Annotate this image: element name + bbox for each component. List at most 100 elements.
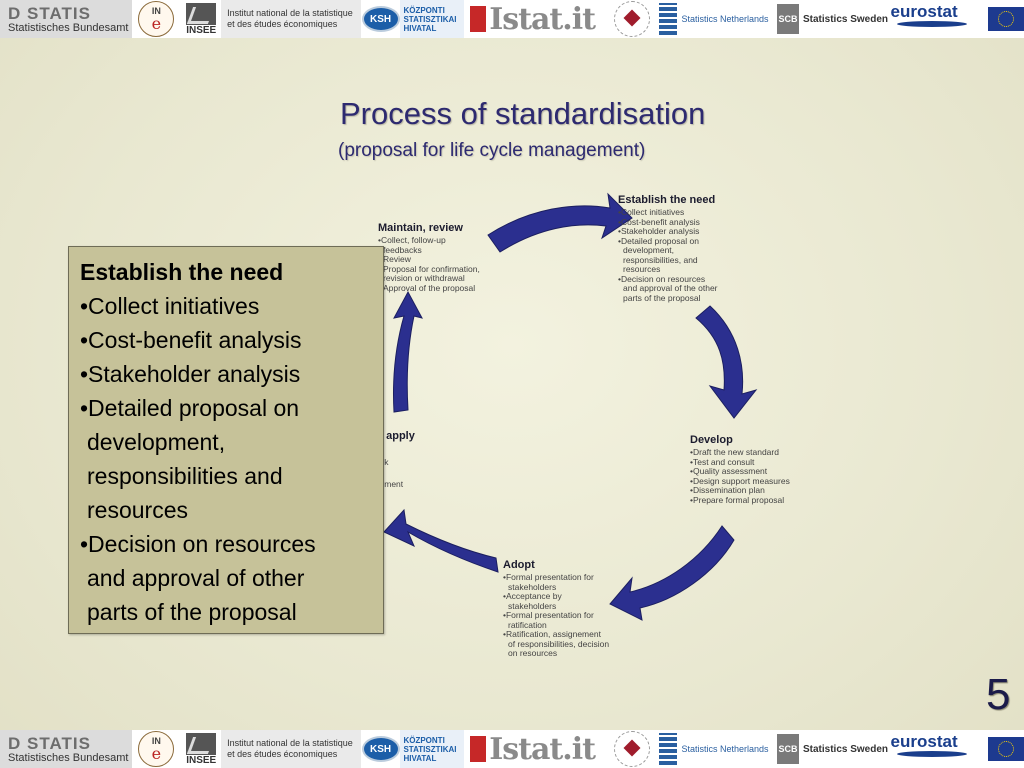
list-item: resources (87, 497, 188, 523)
insee-label: INSEE (186, 754, 217, 766)
ksh-text-line2: STATISZTIKAI (403, 744, 457, 754)
ine-logo: IN e (132, 0, 182, 38)
list-item: •Ratification, assignement (503, 629, 601, 639)
popup-heading: Establish the need (80, 259, 284, 285)
scb-logo: SCB Statistics Sweden (776, 730, 891, 768)
list-item: •Acceptance by (503, 591, 562, 601)
insee-logo: INSEE (181, 0, 221, 38)
arrow-apply-to-maintain (393, 290, 423, 413)
ksh-text-line1: KÖZPONTI (403, 735, 445, 745)
list-item: •Prepare formal proposal (690, 494, 785, 505)
stage-maintain-list: •Collect, follow-up feedbacks Review Pro… (378, 235, 518, 293)
insee-text: Institut national de la statistique et d… (221, 730, 361, 768)
list-item: •Design support measures (690, 475, 790, 486)
cbs-logo: Statistics Netherlands (659, 0, 777, 38)
list-item: on resources (508, 648, 558, 658)
list-item: •Collect initiatives (618, 207, 685, 217)
ksh-text-line3: HIVATAL (403, 753, 437, 763)
insee-text-line2: et des études économiques (227, 749, 338, 759)
list-item: feedbacks (383, 244, 422, 255)
insee-graph-icon (186, 2, 217, 25)
stage-develop-heading: Develop (690, 434, 733, 446)
list-item: Review (383, 254, 411, 264)
list-item: parts of the proposal (87, 599, 297, 625)
insee-text: Institut national de la statistique et d… (221, 0, 361, 38)
scb-text: Statistics Sweden (802, 743, 889, 755)
latvia-seal-icon (613, 1, 650, 37)
destatis-subtitle: Statistisches Bundesamt (8, 751, 129, 764)
cbs-text: Statistics Netherlands (681, 744, 769, 754)
insee-graph-icon (186, 732, 217, 755)
scb-mark: SCB (776, 4, 799, 34)
list-item: •Stakeholder analysis (618, 226, 700, 236)
logo-bar-top: D STATIS Statistisches Bundesamt IN e IN… (0, 0, 1024, 38)
list-item: development, (87, 429, 226, 455)
insee-label: INSEE (186, 24, 217, 36)
ksh-mark: KSH (361, 6, 400, 32)
arrow-establish-to-develop (695, 305, 758, 419)
cbs-mark-icon (659, 733, 678, 765)
istat-wordmark: Istat.it (489, 1, 596, 37)
list-item: •Stakeholder analysis (80, 361, 301, 387)
eu-flag-icon (988, 737, 1024, 761)
eurostat-swoosh-icon (896, 751, 967, 757)
list-item: •Test and consult (690, 456, 755, 467)
logo-bar-bottom: D STATIS Statistisches Bundesamt IN e IN… (0, 730, 1024, 768)
arrow-maintain-to-establish (487, 192, 633, 253)
stage-establish: Establish the need •Collect initiatives … (618, 194, 768, 303)
list-item: sment (380, 478, 404, 489)
list-item: •Detailed proposal on (618, 235, 699, 246)
list-item: ratification (508, 619, 547, 630)
ksh-mark: KSH (361, 736, 400, 762)
ine-e: e (151, 14, 162, 33)
eurostat-logo: eurostat (891, 730, 987, 768)
list-item: and approval of other (87, 565, 305, 591)
stage-apply-fragment: . apply ck sment (380, 430, 440, 489)
list-item: •Formal presentation for (503, 610, 594, 620)
cbs-logo: Statistics Netherlands (659, 730, 777, 768)
ksh-logo: KSH (361, 0, 401, 38)
ine-mark: IN (151, 736, 161, 746)
list-item: resources (623, 264, 661, 274)
cycle-arrows (383, 192, 758, 621)
eurostat-logo: eurostat (891, 0, 987, 38)
insee-text-line1: Institut national de la statistique (227, 738, 353, 748)
latvia-logo (604, 730, 660, 768)
slide-title: Process of standardisation (340, 96, 706, 131)
stage-develop-list: •Draft the new standard •Test and consul… (690, 447, 820, 505)
cbs-mark-icon (659, 3, 678, 35)
establish-need-popup: Establish the need •Collect initiatives … (68, 246, 384, 634)
latvia-logo (604, 0, 660, 38)
istat-square-icon (470, 736, 487, 762)
stage-adopt-list: •Formal presentation for stakeholders •A… (503, 572, 643, 659)
list-item: Proposal for confirmation, (383, 263, 480, 274)
list-item: ck (380, 457, 389, 467)
stage-maintain-heading: Maintain, review (378, 222, 463, 234)
list-item: •Collect, follow-up (378, 235, 446, 245)
arrow-develop-to-adopt (609, 525, 735, 621)
scb-text: Statistics Sweden (802, 13, 889, 25)
scb-logo: SCB Statistics Sweden (776, 0, 891, 38)
list-item: •Decision on resources (618, 273, 706, 284)
list-item: •Dissemination plan (690, 485, 765, 495)
list-item: •Formal presentation for (503, 572, 594, 582)
list-item: •Collect initiatives (80, 293, 260, 319)
ksh-text: KÖZPONTI STATISZTIKAI HIVATAL (400, 730, 465, 768)
stage-apply-heading: . apply (380, 430, 415, 442)
destatis-subtitle: Statistisches Bundesamt (8, 21, 129, 34)
list-item: stakeholders (508, 600, 557, 611)
stage-adopt: Adopt •Formal presentation for stakehold… (503, 559, 643, 659)
destatis-mark: D STATIS (8, 733, 91, 753)
ksh-text-line1: KÖZPONTI (403, 5, 445, 15)
istat-wordmark: Istat.it (489, 731, 596, 767)
list-item: Approval of the proposal (383, 282, 476, 293)
stage-develop: Develop •Draft the new standard •Test an… (690, 434, 820, 505)
stage-apply-list: ck sment (380, 457, 440, 489)
list-item: •Draft the new standard (690, 447, 779, 457)
insee-text-line1: Institut national de la statistique (227, 8, 353, 18)
ksh-text: KÖZPONTI STATISZTIKAI HIVATAL (400, 0, 465, 38)
eurostat-swoosh-icon (896, 21, 967, 27)
list-item: parts of the proposal (623, 292, 701, 303)
stage-establish-list: •Collect initiatives •Cost-benefit analy… (618, 207, 768, 303)
